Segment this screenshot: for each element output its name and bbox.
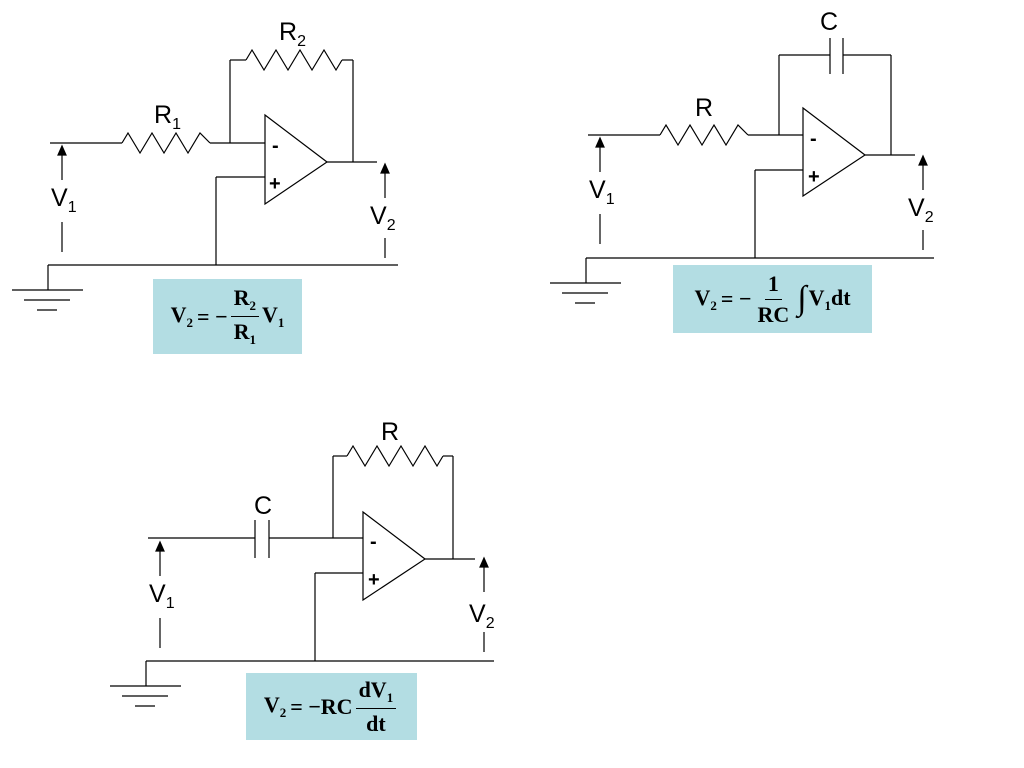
op-amp-triangle <box>362 510 427 602</box>
formula-fraction: R2 R1 <box>230 285 259 348</box>
v1-label: V1 <box>589 176 615 208</box>
differentiator-circuit: R C - + V1 V2 <box>110 418 495 707</box>
noninverting-input-sign: + <box>368 569 380 591</box>
v1-label: V1 <box>149 580 175 612</box>
differentiator-formula: V2 = −RC dV1 dt <box>246 673 417 740</box>
formula-lhs: V2 <box>694 284 717 313</box>
formula-fraction: dV1 dt <box>355 677 397 736</box>
v1-arrow-head <box>155 540 165 552</box>
v1-label: V1 <box>51 184 77 216</box>
r-label: R <box>695 94 713 122</box>
c-label: C <box>820 8 838 36</box>
v2-arrow-head <box>380 162 390 174</box>
integrator-formula: V2 = − 1 RC ∫ V1dt <box>673 265 872 333</box>
r1-label: R1 <box>154 101 181 133</box>
feedback-resistor-r2 <box>245 48 343 72</box>
noninverting-input-sign: + <box>808 166 820 188</box>
formula-rhs: V1dt <box>808 284 851 313</box>
formula-lhs: V2 <box>170 302 194 330</box>
v2-label: V2 <box>469 600 495 632</box>
feedback-resistor-r <box>346 444 444 468</box>
r2-label: R2 <box>279 18 306 50</box>
v2-arrow-head <box>479 556 489 568</box>
inverting-gain-formula: V2 = − R2 R1 V1 <box>153 279 302 354</box>
op-amp-triangle <box>802 106 867 198</box>
v2-arrow-head <box>918 154 928 166</box>
integrator-circuit: C R - + V1 V2 <box>550 8 934 304</box>
integral-sign: ∫ <box>797 280 807 317</box>
formula-rhs: V1 <box>261 302 285 330</box>
op-amp-triangle <box>264 113 329 206</box>
formula-fraction: 1 RC <box>757 271 790 327</box>
formula-equals: = −RC <box>290 693 353 719</box>
v1-arrow-head <box>595 136 605 148</box>
v1-arrow-head <box>57 144 67 156</box>
inverting-input-sign: - <box>272 135 279 157</box>
r-label: R <box>381 418 399 446</box>
v2-label: V2 <box>370 202 396 234</box>
inverting-amplifier-circuit: R2 R1 - + V1 V2 <box>12 18 398 311</box>
noninverting-input-sign: + <box>269 173 281 195</box>
v2-label: V2 <box>908 194 934 226</box>
formula-lhs: V2 <box>263 692 287 720</box>
input-resistor-r1 <box>121 131 211 155</box>
inverting-input-sign: - <box>810 128 817 150</box>
formula-equals: = − <box>197 303 228 329</box>
formula-equals: = − <box>720 286 752 311</box>
input-resistor-r <box>659 123 749 147</box>
c-label: C <box>254 492 272 520</box>
inverting-input-sign: - <box>370 531 377 553</box>
